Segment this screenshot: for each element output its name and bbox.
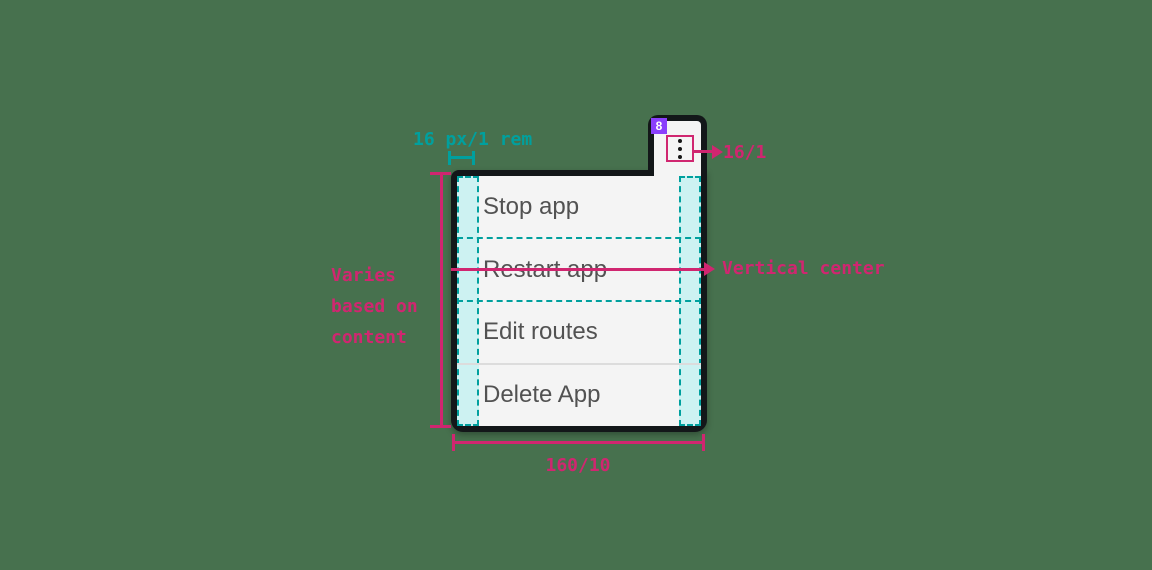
menu-item-list: Stop app Restart app Edit routes Delete … (457, 176, 701, 426)
height-measurement-label: Varies based on content (331, 265, 418, 348)
height-measure-line (440, 172, 443, 428)
width-measure-right-cap (702, 434, 705, 451)
icon-size-annotation-box (666, 135, 694, 162)
width-measure-line (453, 441, 704, 444)
overflow-menu-panel: Stop app Restart app Edit routes Delete … (451, 170, 707, 432)
overflow-menu-trigger-button[interactable]: 8 (648, 115, 707, 176)
row-boundary-guide (457, 237, 701, 239)
vertical-center-arrow (704, 262, 715, 276)
row-boundary-guide (457, 300, 701, 302)
kebab-dot (678, 154, 682, 159)
menu-item-delete-app[interactable]: Delete App (483, 380, 601, 408)
vertical-center-label: Vertical center (722, 258, 885, 279)
menu-item-edit-routes[interactable]: Edit routes (483, 318, 598, 346)
icon-size-callout-line (694, 150, 714, 153)
width-measure-left-cap (452, 434, 455, 451)
overflow-menu-vertical-icon[interactable] (678, 138, 682, 159)
padding-measurement-label: 16 px/1 rem (413, 129, 533, 150)
height-measure-top-cap (430, 172, 451, 175)
height-measure-bottom-cap (430, 425, 451, 428)
menu-item-stop-app[interactable]: Stop app (483, 193, 580, 221)
width-measurement-label: 160/10 (545, 455, 611, 476)
icon-size-label: 16/1 (723, 142, 767, 163)
notification-badge: 8 (651, 118, 667, 134)
vertical-center-line (451, 268, 706, 271)
padding-measure-bracket (448, 151, 475, 165)
kebab-dot (678, 138, 682, 143)
kebab-dot (678, 146, 682, 151)
menu-divider (457, 363, 701, 365)
bracket-bar (448, 156, 475, 159)
icon-size-callout-arrow (712, 145, 723, 159)
